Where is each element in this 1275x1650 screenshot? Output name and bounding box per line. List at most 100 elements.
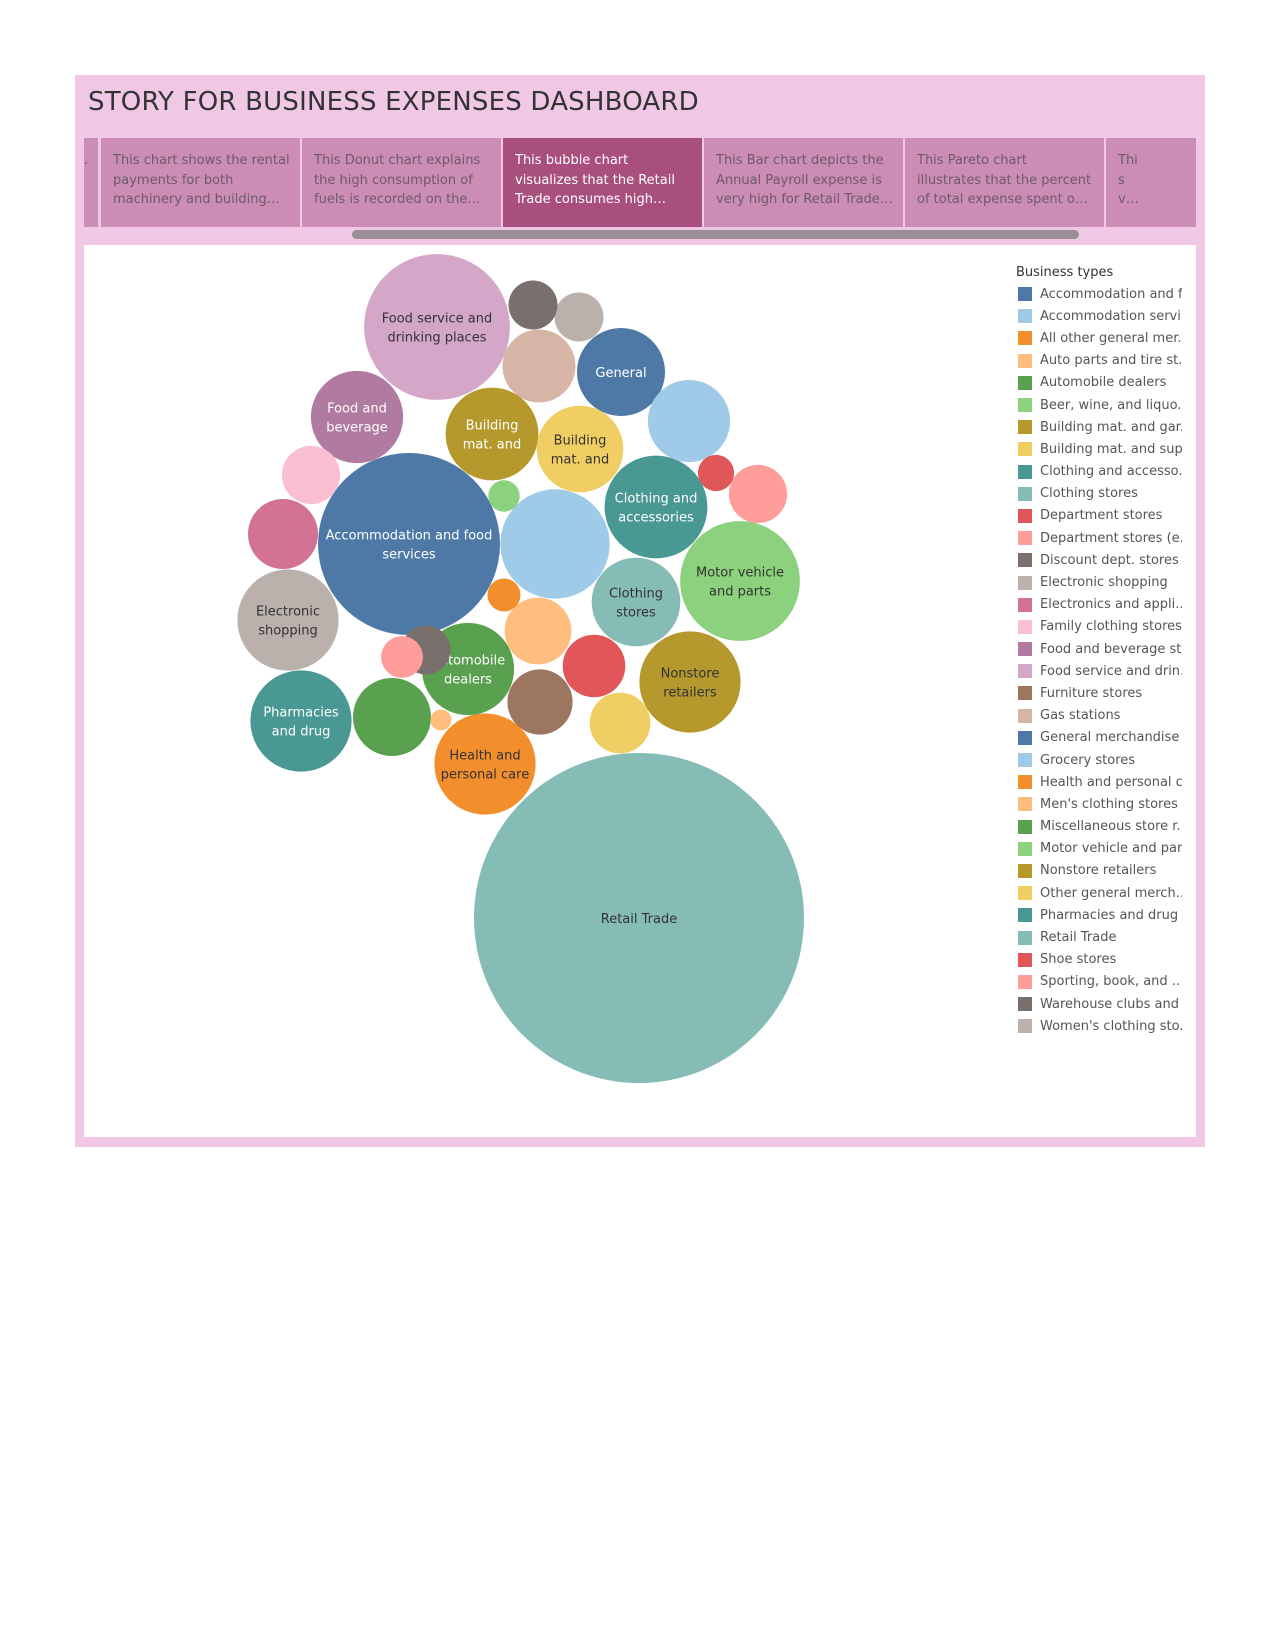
bubble-clothing-and-accessories[interactable] xyxy=(604,455,708,559)
bubble-gas-stations[interactable] xyxy=(502,329,576,403)
story-scrollbar-thumb[interactable] xyxy=(352,230,1079,239)
legend-item[interactable]: Warehouse clubs and .. xyxy=(1016,993,1191,1015)
bubble-motor-vehicle-and-parts[interactable] xyxy=(680,521,800,641)
story-point-4[interactable]: This Bar chart depicts the Annual Payrol… xyxy=(704,138,903,227)
bubble-beer-wine-and-liquor-stores[interactable] xyxy=(488,480,520,512)
legend-item[interactable]: Furniture stores xyxy=(1016,682,1191,704)
bubble-accommodation-and-food-services[interactable] xyxy=(318,453,500,635)
legend-item[interactable]: Family clothing stores xyxy=(1016,616,1191,638)
legend-item[interactable]: Clothing and accesso.. xyxy=(1016,461,1191,483)
legend-item[interactable]: Motor vehicle and par.. xyxy=(1016,838,1191,860)
legend-swatch xyxy=(1018,952,1032,967)
bubble-accommodation-services[interactable] xyxy=(647,379,731,463)
legend-item[interactable]: Gas stations xyxy=(1016,705,1191,727)
legend-item[interactable]: Accommodation and f.. xyxy=(1016,283,1191,305)
story-point-1[interactable]: This chart shows the rental payments for… xyxy=(101,138,300,227)
bubble-food-and-beverage-stores[interactable] xyxy=(310,370,404,464)
bubble-electronic-shopping[interactable] xyxy=(237,569,339,671)
legend-label: Beer, wine, and liquo.. xyxy=(1040,397,1182,413)
legend-label: Miscellaneous store r.. xyxy=(1040,819,1182,835)
bubble-building-mat-and-garden[interactable] xyxy=(445,387,539,481)
legend-label: Electronics and appli.. xyxy=(1040,597,1182,613)
bubble-furniture-stores[interactable] xyxy=(507,669,573,735)
legend-item[interactable]: Sporting, book, and .. xyxy=(1016,971,1191,993)
legend-item[interactable]: Miscellaneous store r.. xyxy=(1016,816,1191,838)
legend-swatch xyxy=(1018,331,1032,346)
legend-swatch xyxy=(1018,664,1032,679)
bubble-clothing-stores[interactable] xyxy=(591,557,681,647)
bubble-food-service-and-drinking-places[interactable] xyxy=(364,254,510,400)
legend-item[interactable]: Men's clothing stores xyxy=(1016,793,1191,815)
legend-swatch xyxy=(1018,575,1032,590)
legend-label: Building mat. and sup.. xyxy=(1040,441,1182,457)
legend-item[interactable]: Electronic shopping xyxy=(1016,571,1191,593)
legend-item[interactable]: Electronics and appli.. xyxy=(1016,594,1191,616)
legend-item[interactable]: Automobile dealers xyxy=(1016,372,1191,394)
legend-item[interactable]: Women's clothing sto.. xyxy=(1016,1015,1191,1037)
bubble-discount-dept-stores[interactable] xyxy=(508,280,558,330)
bubble-general-merchandise[interactable] xyxy=(577,328,665,416)
legend-swatch xyxy=(1018,398,1032,413)
legend-label: All other general mer.. xyxy=(1040,330,1182,346)
bubble-electronics-and-appliance-stores[interactable] xyxy=(248,499,318,569)
legend-swatch xyxy=(1018,486,1032,501)
legend-item[interactable]: Beer, wine, and liquo.. xyxy=(1016,394,1191,416)
bubble-grocery-stores[interactable] xyxy=(500,489,610,599)
legend: Business types Accommodation and f..Acco… xyxy=(1016,263,1191,1037)
legend-item[interactable]: Department stores (e.. xyxy=(1016,527,1191,549)
bubble-shoe-stores[interactable] xyxy=(697,454,735,492)
bubble-pharmacies-and-drug-stores[interactable] xyxy=(250,670,352,772)
story-point-6[interactable]: Thi s vi su.. xyxy=(1106,138,1196,227)
legend-item[interactable]: Clothing stores xyxy=(1016,483,1191,505)
story-point-5[interactable]: This Pareto chart illustrates that the p… xyxy=(905,138,1104,227)
legend-item[interactable]: Department stores xyxy=(1016,505,1191,527)
legend-item[interactable]: Food and beverage st.. xyxy=(1016,638,1191,660)
legend-swatch xyxy=(1018,442,1032,457)
bubble-health-and-personal-care[interactable] xyxy=(434,713,536,815)
legend-item[interactable]: Building mat. and sup.. xyxy=(1016,438,1191,460)
bubble-women-s-clothing-stores[interactable] xyxy=(554,292,604,342)
bubble-auto-parts-and-tire-stores[interactable] xyxy=(430,709,452,731)
legend-item[interactable]: Shoe stores xyxy=(1016,949,1191,971)
legend-item[interactable]: All other general mer.. xyxy=(1016,327,1191,349)
legend-item[interactable]: Nonstore retailers xyxy=(1016,860,1191,882)
legend-item[interactable]: Food service and drin.. xyxy=(1016,660,1191,682)
bubble-nonstore-retailers[interactable] xyxy=(639,631,741,733)
bubble-miscellaneous-store-retailers[interactable] xyxy=(353,678,431,756)
story-point-0[interactable]: .. xyxy=(84,138,98,227)
legend-item[interactable]: Building mat. and gar.. xyxy=(1016,416,1191,438)
bubble-building-mat-and-supplies[interactable] xyxy=(536,405,624,493)
bubble-label: retailers xyxy=(663,686,717,701)
bubble-other-general-merchandise-stores[interactable] xyxy=(589,692,651,754)
bubble-department-stores-excl-discount[interactable] xyxy=(381,636,423,678)
legend-label: Department stores (e.. xyxy=(1040,530,1182,546)
story-point-caption: This Bar chart depicts the Annual Payrol… xyxy=(716,153,884,207)
story-scrollbar[interactable] xyxy=(84,229,1196,239)
bubble-all-other-general-merchandise[interactable] xyxy=(487,578,521,612)
bubble-men-s-clothing-stores[interactable] xyxy=(504,597,572,665)
story-point-3[interactable]: This bubble chart visualizes that the Re… xyxy=(503,138,702,227)
legend-item[interactable]: Accommodation servi.. xyxy=(1016,305,1191,327)
legend-list: Accommodation and f..Accommodation servi… xyxy=(1016,283,1191,1037)
bubble-label: Accommodation and food xyxy=(326,529,493,544)
legend-item[interactable]: Grocery stores xyxy=(1016,749,1191,771)
legend-item[interactable]: Other general merch.. xyxy=(1016,882,1191,904)
legend-item[interactable]: Discount dept. stores xyxy=(1016,549,1191,571)
legend-item[interactable]: Health and personal c.. xyxy=(1016,771,1191,793)
story-point-caption: Thi s vi su.. xyxy=(1118,153,1138,207)
legend-item[interactable]: Auto parts and tire st.. xyxy=(1016,350,1191,372)
legend-item[interactable]: Pharmacies and drug .. xyxy=(1016,904,1191,926)
legend-swatch xyxy=(1018,753,1032,768)
legend-label: Health and personal c.. xyxy=(1040,774,1182,790)
bubble-department-stores[interactable] xyxy=(562,634,626,698)
legend-label: Discount dept. stores xyxy=(1040,552,1179,568)
legend-item[interactable]: General merchandise .. xyxy=(1016,727,1191,749)
bubble-sporting-book-and-music-stores[interactable] xyxy=(728,464,788,524)
story-point-caption: .. xyxy=(84,153,88,168)
story-point-2[interactable]: This Donut chart explains the high consu… xyxy=(302,138,501,227)
legend-swatch xyxy=(1018,420,1032,435)
bubble-family-clothing-stores[interactable] xyxy=(281,445,341,505)
bubble-retail-trade[interactable] xyxy=(474,753,804,1083)
legend-item[interactable]: Retail Trade xyxy=(1016,926,1191,948)
legend-label: Gas stations xyxy=(1040,708,1121,724)
